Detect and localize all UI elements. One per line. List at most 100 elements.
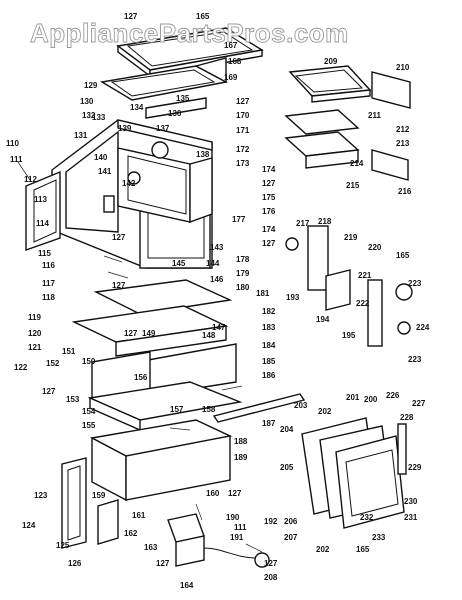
oven-liner [117, 147, 213, 223]
callout: 161 [132, 511, 146, 520]
callout: 118 [42, 293, 55, 302]
callout: 129 [84, 81, 98, 90]
callout: 173 [236, 159, 250, 168]
callout: 123 [34, 491, 48, 500]
connector-lines [17, 161, 263, 553]
callout: 120 [28, 329, 42, 338]
callout: 160 [206, 489, 220, 498]
callout: 140 [94, 153, 108, 162]
callout: 131 [74, 131, 88, 140]
callout: 127 [262, 239, 276, 248]
callout: 157 [170, 405, 184, 414]
callout: 159 [92, 491, 106, 500]
callout: 177 [232, 215, 246, 224]
cooktop-frame [100, 57, 229, 101]
callout: 124 [22, 521, 36, 530]
side-vents [371, 71, 411, 181]
callout: 158 [202, 405, 216, 414]
callout: 122 [14, 363, 28, 372]
callout: 149 [142, 329, 156, 338]
callout: 221 [358, 271, 372, 280]
callout: 154 [82, 407, 96, 416]
callout: 137 [156, 124, 170, 133]
callout: 219 [344, 233, 358, 242]
callout: 178 [236, 255, 250, 264]
callout: 111 [10, 155, 23, 164]
callout: 188 [234, 437, 248, 446]
callout: 125 [56, 541, 70, 550]
callout: 213 [396, 139, 410, 148]
callout: 223 [408, 279, 422, 288]
callout: 141 [98, 167, 112, 176]
callout: 174 [262, 165, 276, 174]
callout: 208 [264, 573, 278, 582]
callout: 167 [224, 41, 238, 50]
callout: 127 [124, 329, 138, 338]
callout: 114 [36, 219, 49, 228]
griddle-tray [284, 109, 360, 169]
callout: 163 [144, 543, 158, 552]
callout: 110 [6, 139, 19, 148]
callout: 136 [168, 109, 182, 118]
callout: 116 [42, 261, 55, 270]
callout: 146 [210, 275, 224, 284]
burner-box [103, 141, 169, 213]
callout: 184 [262, 341, 276, 350]
callout: 127 [112, 233, 126, 242]
callout: 203 [294, 401, 308, 410]
callout: 214 [350, 159, 364, 168]
callout: 165 [396, 251, 410, 260]
callout: 204 [280, 425, 294, 434]
callout: 111 [234, 523, 247, 532]
callout: 132 [82, 111, 96, 120]
callout: 147 [212, 323, 226, 332]
callout: 150 [82, 357, 96, 366]
callout: 218 [318, 217, 332, 226]
callout: 223 [408, 355, 422, 364]
callout: 193 [286, 293, 300, 302]
callout: 119 [28, 313, 41, 322]
callout: 156 [134, 373, 148, 382]
callout: 152 [46, 359, 60, 368]
callout: 168 [228, 57, 242, 66]
callout: 171 [236, 126, 250, 135]
callout: 191 [230, 533, 244, 542]
callout: 169 [224, 73, 238, 82]
side-panel [25, 170, 61, 251]
callout: 227 [412, 399, 426, 408]
callout: 127 [264, 559, 278, 568]
callout: 220 [368, 243, 382, 252]
callout: 206 [284, 517, 298, 526]
callout: 142 [122, 179, 136, 188]
callout: 211 [368, 111, 381, 120]
callout: 216 [398, 187, 412, 196]
callout: 144 [206, 259, 220, 268]
callout-labels: 127 165 167 168 169 129 130 132 133 134 … [6, 12, 430, 590]
callout: 226 [386, 391, 400, 400]
callout: 127 [42, 387, 56, 396]
lower-panel [87, 381, 243, 502]
oven-door [301, 417, 407, 529]
callout: 190 [226, 513, 240, 522]
callout: 189 [234, 453, 248, 462]
callout: 233 [372, 533, 386, 542]
callout: 182 [262, 307, 276, 316]
callout: 164 [180, 581, 194, 590]
callout: 228 [400, 413, 414, 422]
callout: 207 [284, 533, 298, 542]
callout: 205 [280, 463, 294, 472]
callout: 210 [396, 63, 410, 72]
callout: 224 [416, 323, 430, 332]
callout: 134 [130, 103, 144, 112]
callout: 165 [196, 12, 210, 21]
callout: 195 [342, 331, 356, 340]
callout: 170 [236, 111, 250, 120]
callout: 145 [172, 259, 186, 268]
callout: 172 [236, 145, 250, 154]
handle-bracket [285, 225, 413, 347]
callout: 215 [346, 181, 360, 190]
callout: 179 [236, 269, 250, 278]
callout: 165 [356, 545, 370, 554]
callout: 127 [228, 489, 242, 498]
